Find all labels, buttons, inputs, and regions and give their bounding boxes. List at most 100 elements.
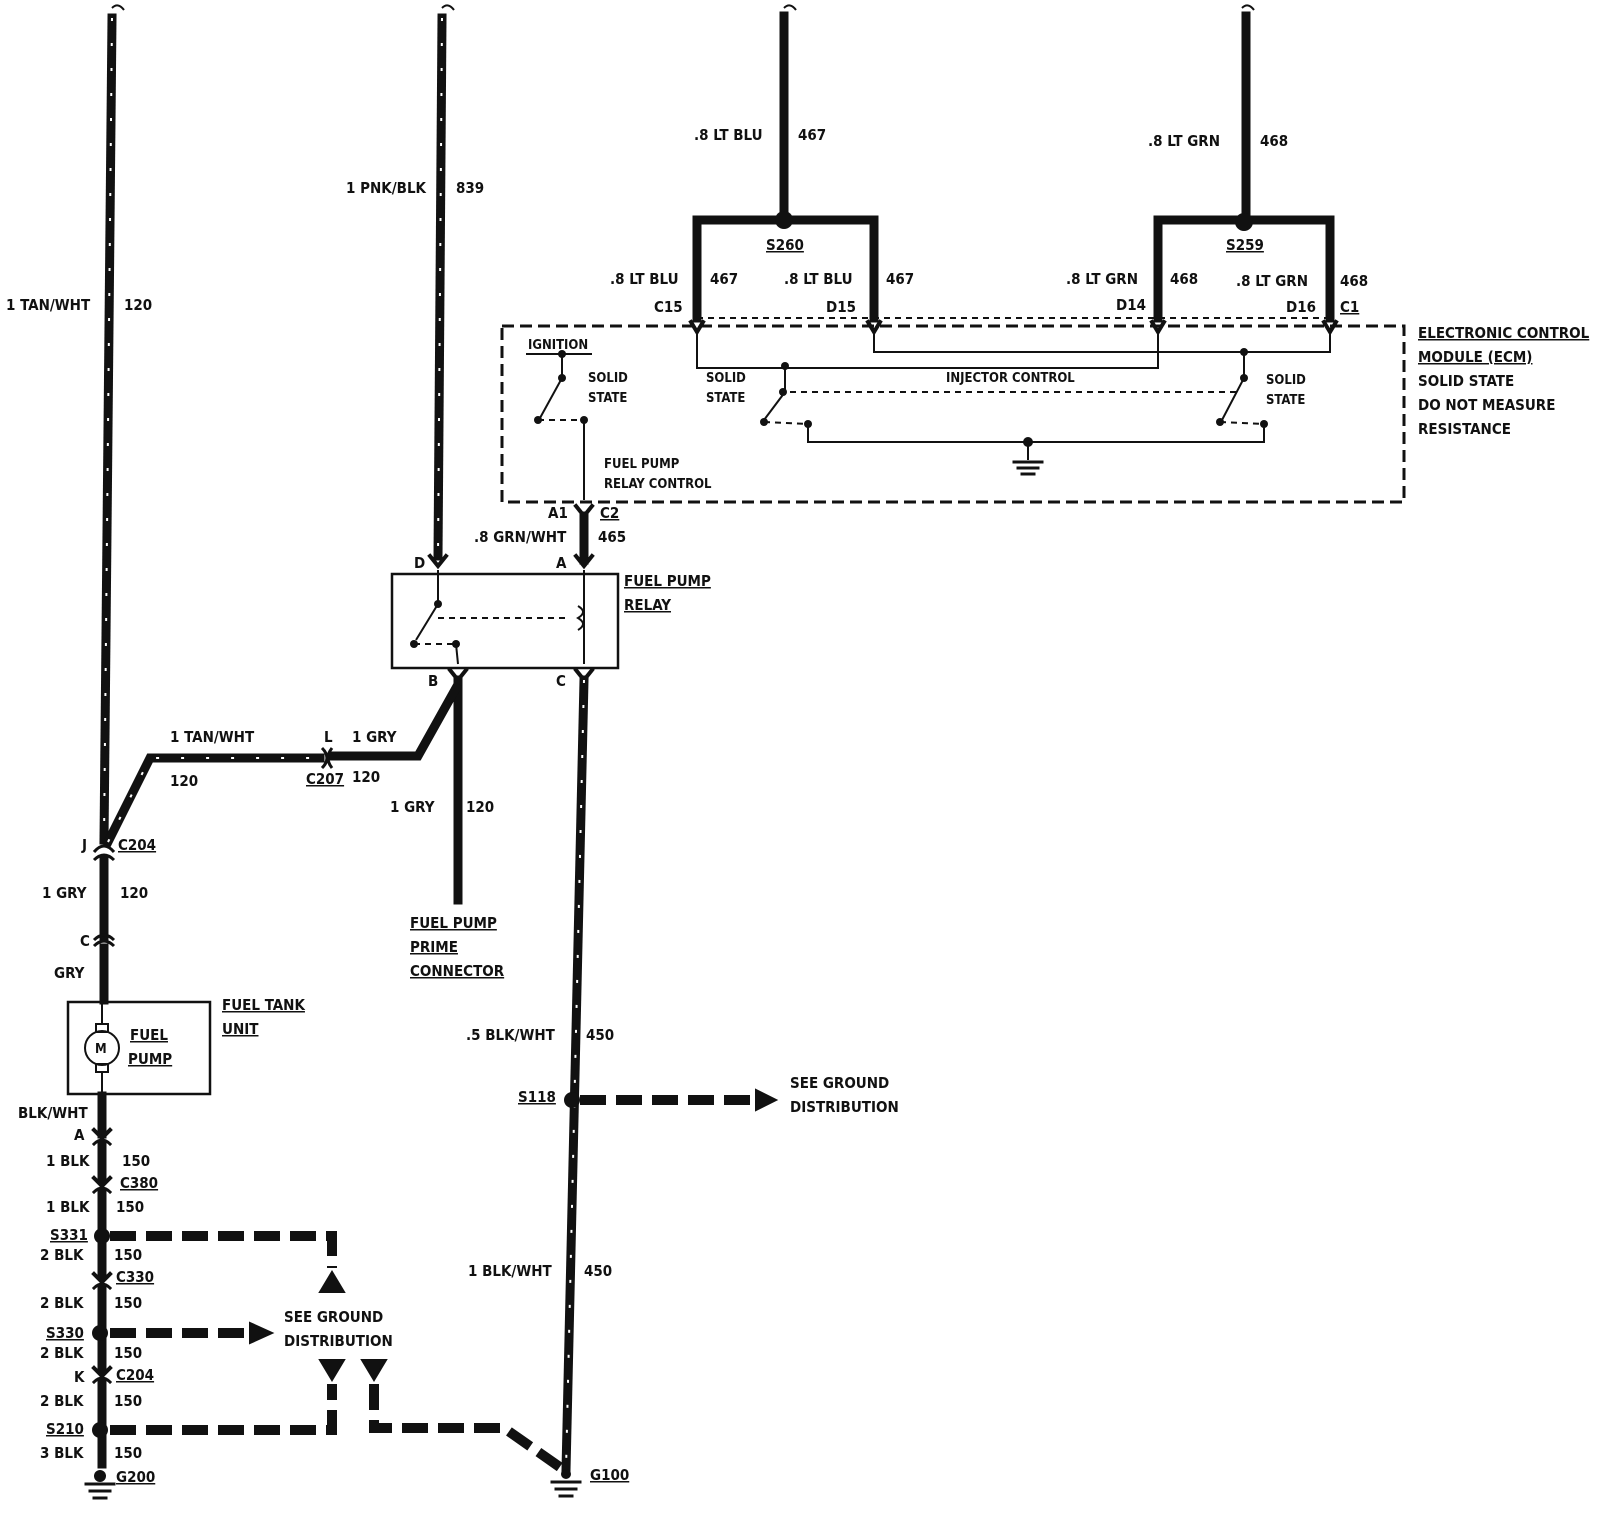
relay-pin: A (556, 554, 567, 572)
ecm-title: ELECTRONIC CONTROL (1418, 324, 1590, 342)
connector-label: C330 (116, 1268, 154, 1286)
ground-distribution-note: DISTRIBUTION (284, 1332, 393, 1350)
wire-gry-relay (329, 667, 469, 905)
wire-label: .8 LT BLU (610, 270, 679, 288)
wire-lt-grn-468 (1153, 4, 1335, 323)
ecm-ignition-label: IGNITION (528, 338, 588, 353)
connector-pin: K (74, 1368, 85, 1386)
ground-distribution-note: SEE GROUND (790, 1074, 889, 1092)
ecm-solid-state: SOLID (588, 371, 628, 386)
splice-label: S330 (46, 1324, 84, 1342)
circuit-label: 450 (586, 1026, 614, 1044)
ecm-note: RESISTANCE (1418, 420, 1511, 438)
circuit-label: 468 (1170, 270, 1198, 288)
ecm-solid-state: STATE (706, 391, 745, 406)
connector-label: C204 (116, 1366, 154, 1384)
circuit-label: 150 (114, 1294, 142, 1312)
circuit-label: 468 (1260, 132, 1288, 150)
circuit-label: 150 (122, 1152, 150, 1170)
fuel-tank-unit (66, 1000, 212, 1096)
ecm-box (500, 317, 1406, 504)
wire-blk-chain (84, 1091, 567, 1500)
connector-label: C2 (600, 504, 619, 522)
wire-label: 1 GRY (390, 798, 435, 816)
connector-label: D16 (1286, 298, 1316, 316)
ecm-title: MODULE (ECM) (1418, 348, 1532, 366)
ground-distribution-note: SEE GROUND (284, 1308, 383, 1326)
connector-label: D15 (826, 298, 856, 316)
circuit-label: 120 (170, 772, 198, 790)
relay-title: FUEL PUMP (624, 572, 711, 590)
connector-pin: C (80, 932, 90, 950)
wire-lt-blu-467 (692, 4, 879, 323)
wire-label: 1 GRY (42, 884, 87, 902)
splice-label: S259 (1226, 236, 1264, 254)
wire-label: 2 BLK (40, 1294, 84, 1312)
ground-label: G200 (116, 1468, 155, 1486)
ecm-solid-state: STATE (588, 391, 627, 406)
ecm-solid-state: STATE (1266, 393, 1305, 408)
splice-label: S210 (46, 1420, 84, 1438)
splice-label: S260 (766, 236, 804, 254)
wire-label: 2 BLK (40, 1344, 84, 1362)
circuit-label: 465 (598, 528, 626, 546)
motor-symbol: M (95, 1042, 107, 1057)
wire-tan-wht-left (99, 4, 125, 845)
splice-label: S331 (50, 1226, 88, 1244)
wire-label: .8 LT GRN (1066, 270, 1138, 288)
circuit-label: 467 (886, 270, 914, 288)
wire-label: .8 LT GRN (1236, 272, 1308, 290)
connector-label: C204 (118, 836, 156, 854)
wire-grn-wht-465 (573, 503, 595, 570)
wire-label: 2 BLK (40, 1392, 84, 1410)
wire-label: .8 GRN/WHT (474, 528, 567, 546)
wire-label: 1 TAN/WHT (6, 296, 91, 314)
circuit-label: 150 (114, 1246, 142, 1264)
wire-label: 2 BLK (40, 1246, 84, 1264)
relay-title: RELAY (624, 596, 671, 614)
circuit-label: 468 (1340, 272, 1368, 290)
circuit-label: 150 (114, 1444, 142, 1462)
wire-label: 1 BLK (46, 1198, 90, 1216)
connector-label: A1 (548, 504, 568, 522)
connector-pin: L (324, 728, 333, 746)
wire-label: .5 BLK/WHT (466, 1026, 556, 1044)
connector-label: D14 (1116, 296, 1146, 314)
wire-blk-wht-450 (550, 667, 779, 1498)
fuel-pump-label: PUMP (128, 1050, 172, 1068)
wire-pnk-blk (433, 4, 455, 561)
wire-label: 1 TAN/WHT (170, 728, 255, 746)
wire-label: GRY (54, 964, 85, 982)
circuit-label: 467 (798, 126, 826, 144)
connector-label: C207 (306, 770, 344, 788)
wire-label: 3 BLK (40, 1444, 84, 1462)
wire-label: 1 GRY (352, 728, 397, 746)
fuel-pump-label: FUEL (130, 1026, 168, 1044)
circuit-label: 150 (114, 1344, 142, 1362)
prime-connector: PRIME (410, 938, 458, 956)
connector-label: C15 (654, 298, 683, 316)
ecm-note: DO NOT MEASURE (1418, 396, 1555, 414)
wire-label: 1 BLK (46, 1152, 90, 1170)
wire-tan-wht-mid (101, 746, 334, 849)
fuel-pump-relay (390, 553, 620, 670)
connector-pin: A (74, 1126, 85, 1144)
ecm-relay-control: FUEL PUMP (604, 457, 680, 472)
relay-pin: B (428, 672, 438, 690)
wire-label: BLK/WHT (18, 1104, 88, 1122)
circuit-label: 120 (352, 768, 380, 786)
circuit-label: 120 (120, 884, 148, 902)
wire-gry-c204 (92, 844, 116, 1005)
tank-unit-label: FUEL TANK (222, 996, 305, 1014)
prime-connector: CONNECTOR (410, 962, 505, 980)
ground-distribution-note: DISTRIBUTION (790, 1098, 899, 1116)
connector-label: C380 (120, 1174, 158, 1192)
splice-label: S118 (518, 1088, 556, 1106)
wire-label: 1 PNK/BLK (346, 179, 427, 197)
prime-connector: FUEL PUMP (410, 914, 497, 932)
tank-unit-label: UNIT (222, 1020, 259, 1038)
relay-pin: D (414, 554, 425, 572)
connector-label: C1 (1340, 298, 1359, 316)
circuit-label: 120 (124, 296, 152, 314)
